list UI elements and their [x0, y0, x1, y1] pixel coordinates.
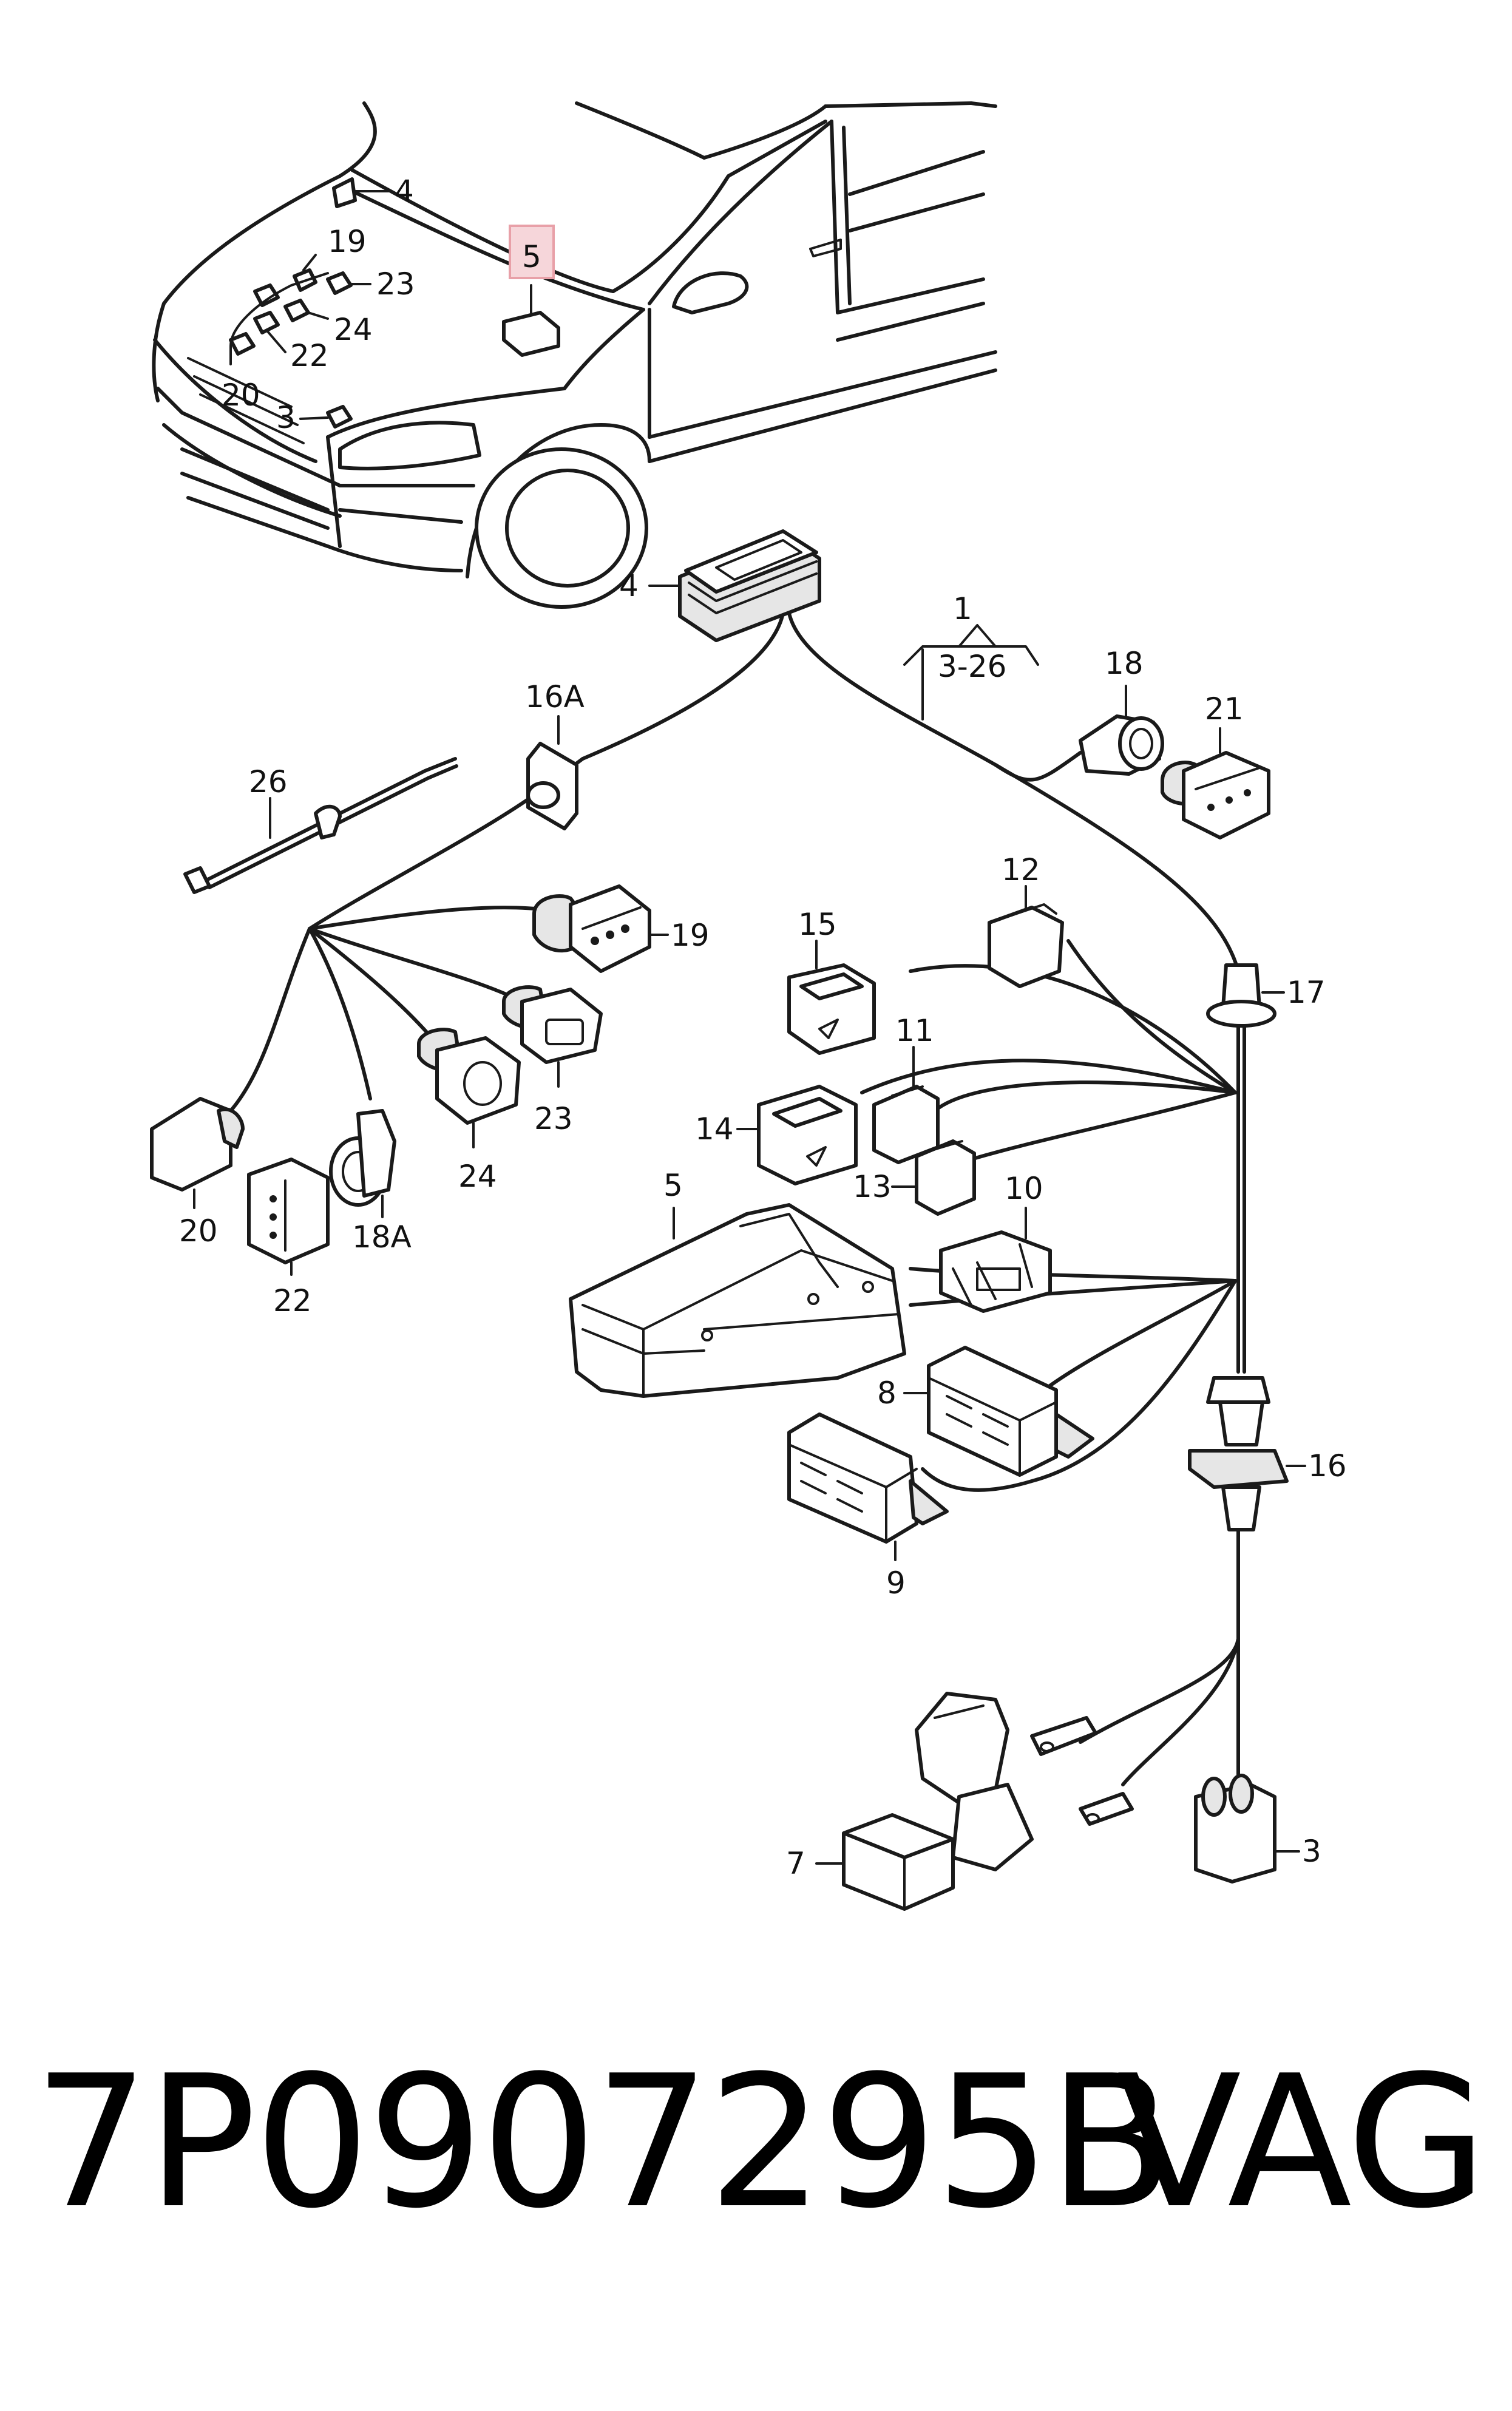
car-label-19: 19: [328, 224, 367, 259]
part-26-cable-tie: [183, 757, 458, 894]
label-1-range: 3-26: [938, 649, 1006, 684]
part-23-connector: [502, 985, 603, 1088]
label-20: 20: [179, 1213, 218, 1249]
part-4-connector: [648, 529, 821, 642]
part-18-connector: [1079, 685, 1164, 776]
part-5-control-unit: [569, 1203, 906, 1398]
part-number: 7P0907295B: [33, 2036, 1173, 2248]
car-label-5: 5: [522, 239, 541, 274]
part-9-fuse-box: [787, 1412, 949, 1561]
part-16-grommet: [1188, 1376, 1306, 1531]
label-1: 1: [953, 591, 972, 626]
label-10: 10: [1005, 1171, 1043, 1206]
part-21-connector: [1161, 727, 1270, 839]
part-17-grommet: [1206, 963, 1285, 1028]
car-label-3: 3: [276, 400, 296, 435]
car-part-4-icon: [332, 177, 357, 208]
part-14-relay: [736, 1085, 858, 1185]
car-label-22: 22: [290, 338, 329, 373]
label-18: 18: [1105, 646, 1144, 681]
label-13: 13: [853, 1169, 892, 1204]
part-15-relay: [787, 940, 876, 1055]
harness-wires: [229, 611, 1246, 1786]
label-16: 16: [1308, 1448, 1347, 1484]
label-14: 14: [695, 1111, 734, 1147]
part-1-bracket: [903, 624, 1039, 721]
car-label-20: 20: [222, 378, 260, 413]
part-24-connector: [417, 1028, 521, 1148]
part-7-relay: [815, 1692, 1034, 1911]
label-4: 4: [619, 568, 639, 603]
part-13-connector: [891, 1139, 976, 1216]
car-label-24: 24: [334, 312, 373, 347]
car-part-22-icon: [253, 311, 280, 334]
label-12: 12: [1002, 852, 1040, 887]
car-part-20-icon: [253, 283, 280, 307]
label-26: 26: [249, 764, 288, 799]
part-18a-connector: [329, 1109, 396, 1218]
car-part-5-icon: [502, 311, 560, 357]
car-label-23: 23: [376, 266, 415, 302]
part-16a-grommet: [526, 715, 578, 830]
part-11-connector: [872, 1046, 940, 1164]
brand-name: VAG: [1117, 2036, 1487, 2248]
vehicle-illustration: [152, 101, 997, 609]
part-8-fuse-box: [903, 1346, 1094, 1477]
car-label-4: 4: [395, 174, 414, 209]
car-part-3-icon: [326, 405, 353, 429]
label-8: 8: [877, 1375, 897, 1411]
label-15: 15: [798, 907, 837, 942]
part-10-connector: [939, 1207, 1052, 1313]
label-5: 5: [663, 1168, 683, 1203]
part-3-connector: [1194, 1774, 1300, 1884]
label-23: 23: [534, 1101, 573, 1136]
part-19-connector: [532, 884, 669, 973]
label-21: 21: [1205, 691, 1244, 727]
car-part-20b-icon: [229, 332, 256, 356]
label-24: 24: [458, 1159, 497, 1194]
label-17: 17: [1287, 975, 1326, 1010]
label-7: 7: [786, 1846, 805, 1881]
car-part-24-icon: [283, 299, 310, 322]
label-9: 9: [886, 1565, 906, 1601]
part-20-connector: [150, 1097, 245, 1209]
car-part-23-icon: [326, 271, 353, 295]
label-3: 3: [1302, 1834, 1321, 1869]
label-18a: 18A: [352, 1219, 412, 1255]
part-12-connector: [988, 885, 1064, 988]
label-22: 22: [273, 1283, 312, 1318]
highlight-box: [509, 225, 555, 279]
label-19: 19: [671, 918, 710, 953]
label-16a: 16A: [525, 679, 585, 714]
ring-terminals: [1030, 1716, 1134, 1826]
label-11: 11: [895, 1013, 934, 1048]
part-22-connector: [247, 1158, 330, 1276]
